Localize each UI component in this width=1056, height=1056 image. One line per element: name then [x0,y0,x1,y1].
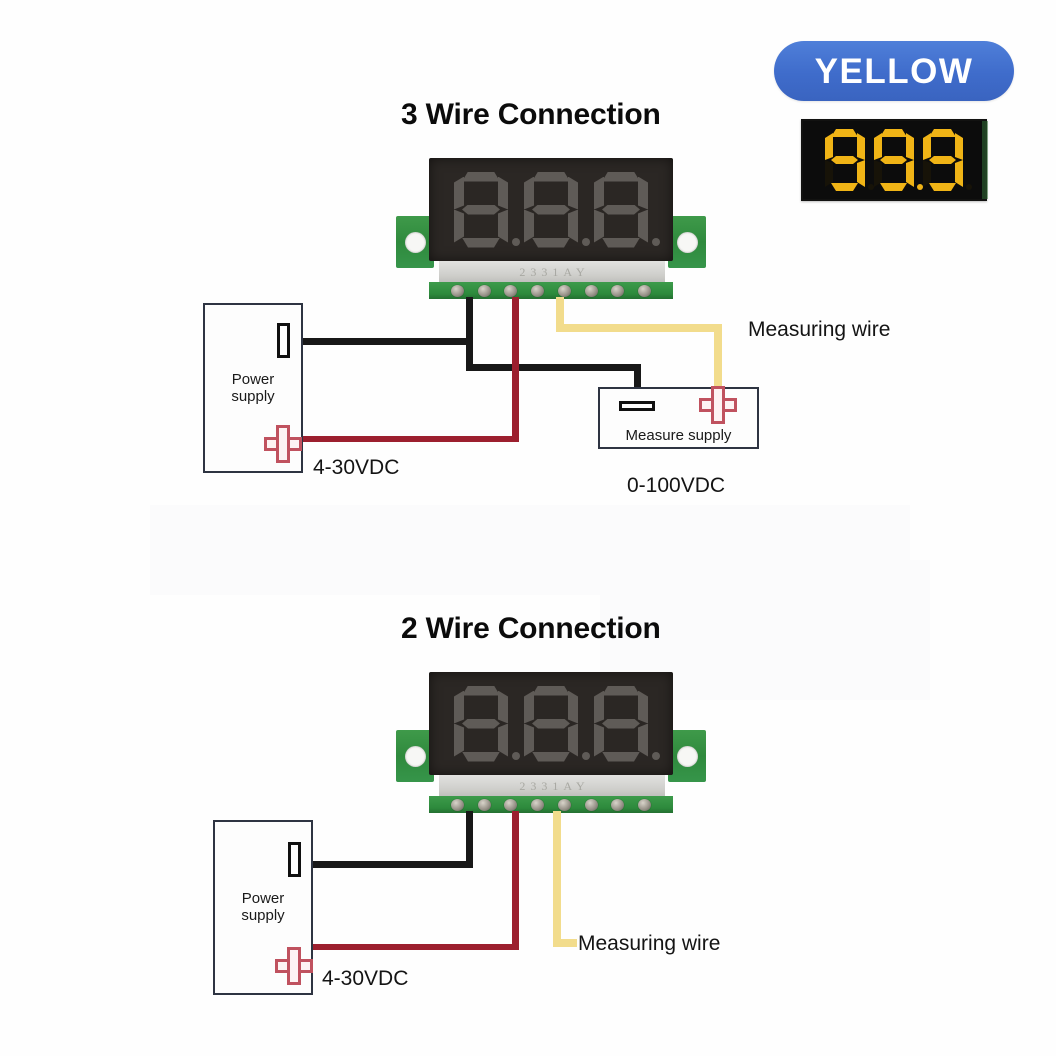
negative-terminal-icon [619,401,655,411]
display-digit-3 [923,129,972,191]
badge-label: YELLOW [814,51,974,91]
ground-branch-drop [634,364,641,392]
positive-wire-vertical [512,811,519,949]
solder-pad [557,284,571,297]
solder-pad [638,284,652,297]
module-side-strip: 2331AY [439,261,665,284]
module-digit-1 [454,172,520,248]
measuring-wire-horizontal [556,324,722,332]
measuring-wire-vertical [553,811,561,947]
power-supply-label: Power supply [241,890,285,924]
solder-pad [450,798,464,811]
lit-seven-segment-display [801,119,988,201]
measuring-wire-label-two-wire: Measuring wire [578,932,721,955]
voltmeter-module-two-wire: 2331AY [396,670,706,815]
mounting-hole-icon [405,746,426,767]
mounting-tab-right [668,730,706,782]
section-heading-three-wire: 3 Wire Connection [401,98,661,131]
measuring-wire-vertical-a [556,297,564,331]
module-display-face [429,672,673,775]
ground-branch-vertical [466,338,473,370]
power-supply-voltage-label-three-wire: 4-30VDC [313,456,400,479]
module-part-code: 2331AY [519,265,590,279]
solder-pad [584,284,598,297]
power-supply-box-two-wire: Power supply [213,820,313,995]
ground-wire-horizontal [307,861,473,868]
module-display-face [429,158,673,261]
mounting-tab-right [668,216,706,268]
voltmeter-module-three-wire: 2331AY [396,156,706,301]
negative-terminal-icon [288,842,301,877]
solder-pad [477,284,491,297]
module-digit-1 [454,686,520,762]
module-pcb-pin-row [429,796,673,813]
solder-pad [531,284,545,297]
mounting-hole-icon [405,232,426,253]
solder-pad [638,798,652,811]
ground-branch-horizontal [466,364,641,371]
module-digit-3 [594,172,660,248]
module-digit-2 [524,172,590,248]
measure-supply-label: Measure supply [625,427,732,444]
positive-terminal-icon [699,386,737,424]
positive-wire-horizontal [293,436,519,442]
section-heading-two-wire: 2 Wire Connection [401,612,661,645]
ground-wire-vertical [466,297,473,345]
background-artifact [150,505,910,595]
mounting-tab-left [396,730,434,782]
mounting-hole-icon [677,746,698,767]
solder-pad [504,284,518,297]
positive-wire-vertical [512,297,519,442]
positive-terminal-icon [264,425,302,463]
mounting-tab-left [396,216,434,268]
module-pcb-pin-row [429,282,673,299]
solder-pad [477,798,491,811]
solder-pad [557,798,571,811]
display-digit-2 [874,129,923,191]
solder-pad [504,798,518,811]
solder-pad [584,798,598,811]
power-supply-box-three-wire: Power supply [203,303,303,473]
module-side-strip: 2331AY [439,775,665,798]
positive-terminal-icon [275,947,313,985]
ground-wire-horizontal [295,338,473,345]
power-supply-label: Power supply [231,371,275,405]
solder-pad [611,798,625,811]
solder-pad [531,798,545,811]
mounting-hole-icon [677,232,698,253]
ground-wire-vertical [466,811,473,868]
measure-supply-box: Measure supply [598,386,759,449]
yellow-color-badge: YELLOW [774,41,1014,101]
solder-pad [611,284,625,297]
module-digit-2 [524,686,590,762]
measure-supply-voltage-label: 0-100VDC [627,474,726,497]
measuring-wire-vertical-b [714,324,722,391]
display-digit-1 [825,129,874,191]
negative-terminal-icon [277,323,290,358]
power-supply-voltage-label-two-wire: 4-30VDC [322,967,409,990]
measuring-wire-label-three-wire: Measuring wire [748,318,891,341]
module-part-code: 2331AY [519,779,590,793]
measuring-wire-horizontal [553,939,577,947]
module-digit-3 [594,686,660,762]
positive-wire-horizontal [303,944,519,950]
solder-pad [450,284,464,297]
